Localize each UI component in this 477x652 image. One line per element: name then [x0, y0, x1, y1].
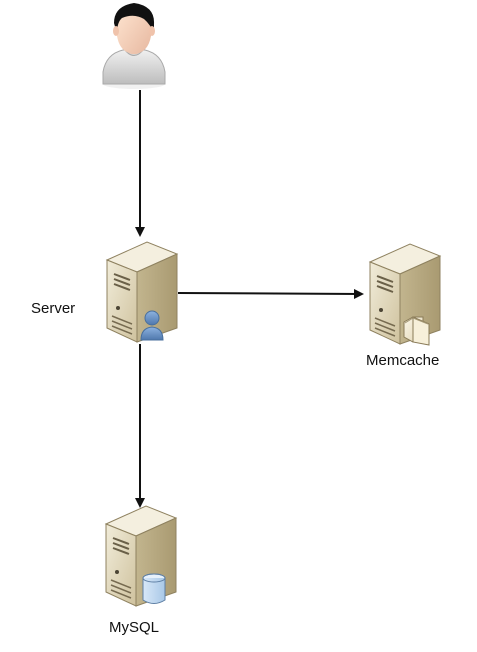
server-label: Server	[31, 300, 75, 317]
edge-server-to-memcache	[177, 288, 364, 299]
folder-icon	[403, 316, 430, 346]
user-icon	[102, 3, 166, 89]
server-icon	[368, 243, 442, 345]
user-node	[102, 3, 166, 89]
server-node	[105, 241, 179, 343]
database-icon	[142, 573, 166, 604]
user-badge-icon	[140, 310, 164, 341]
server-icon	[105, 241, 179, 343]
mysql-label: MySQL	[109, 619, 159, 636]
mysql-node	[104, 505, 178, 607]
memcache-label: Memcache	[366, 352, 439, 369]
memcache-node	[368, 243, 442, 346]
edges	[135, 90, 364, 508]
